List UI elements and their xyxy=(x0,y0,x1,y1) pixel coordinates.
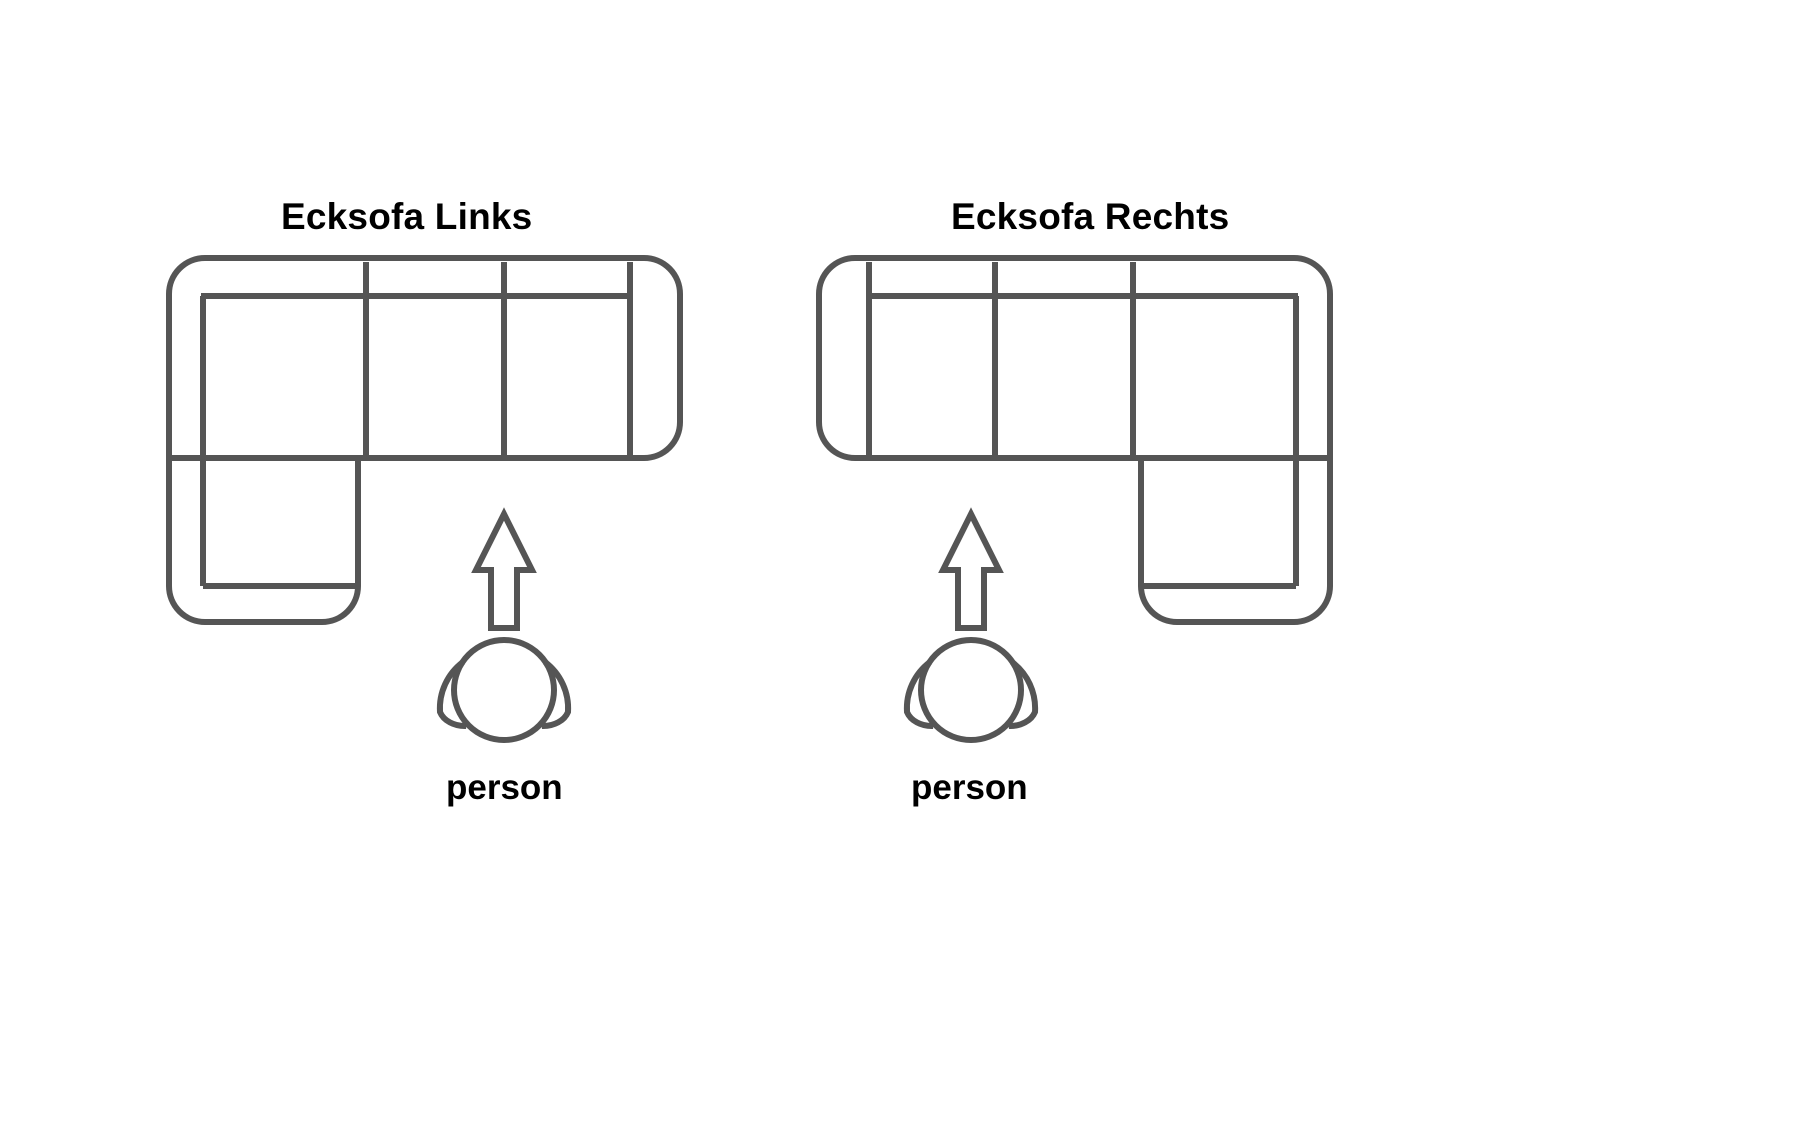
person-shoulder-left-right xyxy=(903,659,934,730)
person-shoulder-left-left xyxy=(436,659,467,730)
arrow-up-icon-left xyxy=(471,507,537,631)
sofa-left-outline xyxy=(166,255,683,625)
diagram-title-left: Ecksofa Links xyxy=(281,196,533,237)
person-shoulder-right-right xyxy=(1008,659,1039,730)
sofa-left-group xyxy=(166,255,683,625)
direction-arrow-right xyxy=(938,507,1004,631)
person-head-right xyxy=(918,637,1024,743)
sofa-right-outline xyxy=(816,255,1333,625)
person-head-left xyxy=(451,637,557,743)
person-figure-left xyxy=(436,637,572,743)
diagram-title-right: Ecksofa Rechts xyxy=(951,196,1230,237)
person-label-left: person xyxy=(446,768,563,807)
person-figure-right xyxy=(903,637,1039,743)
sofa-right-group xyxy=(816,255,1333,625)
person-shoulder-right-left xyxy=(541,659,572,730)
person-label-right: person xyxy=(911,768,1028,807)
arrow-up-icon-right xyxy=(938,507,1004,631)
direction-arrow-left xyxy=(471,507,537,631)
